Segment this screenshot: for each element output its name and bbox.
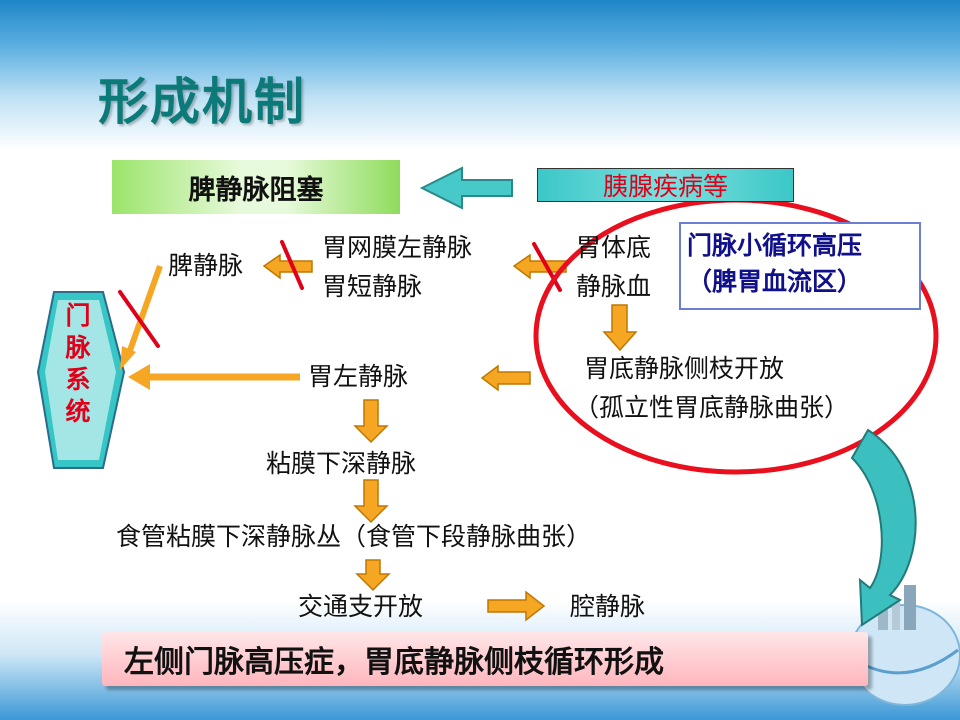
- arrow-down-submucosal: [353, 399, 389, 444]
- arrow-down-communicating: [355, 559, 391, 592]
- arrow-to-spleen-vein: [262, 253, 313, 280]
- arrow-to-left-gastric: [480, 364, 531, 392]
- portal-box-line2: （脾胃血流区）: [687, 267, 863, 296]
- left-gastric-vein-label: 胃左静脉: [308, 362, 409, 391]
- fundus-label-line1: 胃体底: [576, 233, 652, 262]
- short-gastric-vein-label: 胃短静脉: [322, 272, 423, 301]
- portal-char-1: 门: [65, 301, 91, 330]
- spleen-vein-label: 脾静脉: [168, 251, 244, 280]
- communicating-branch-label: 交通支开放: [298, 592, 424, 621]
- conclusion-banner: 左侧门脉高压症，胃底静脉侧枝循环形成: [102, 632, 868, 686]
- portal-char-3: 系: [65, 365, 91, 394]
- header-background: [0, 0, 960, 150]
- spleen-to-portal-line: [125, 264, 163, 358]
- arrow-to-portal-system: [128, 364, 150, 390]
- submucosal-vein-label: 粘膜下深静脉: [266, 449, 417, 478]
- portal-hypertension-box: 门脉小循环高压 （脾胃血流区）: [679, 222, 921, 310]
- page-title: 形成机制: [98, 73, 306, 131]
- fundus-collateral-label: 胃底静脉侧枝开放: [584, 354, 785, 383]
- arrow-to-cavity-vein: [487, 590, 546, 622]
- esophageal-plexus-label: 食管粘膜下深静脉丛（食管下段静脉曲张）: [116, 522, 592, 551]
- arrow-down-esophageal: [353, 479, 389, 524]
- arrow-down-fundus: [602, 304, 638, 352]
- portal-system-label: 门 脉 系 统: [63, 300, 93, 428]
- isolated-varices-label: （孤立性胃底静脉曲张）: [574, 393, 850, 422]
- fundus-label-line2: 静脉血: [576, 272, 652, 301]
- curved-arrow-to-banner: [850, 428, 917, 627]
- portal-box-line1: 门脉小循环高压: [687, 231, 863, 260]
- spleen-vein-obstruction-box: 脾静脉阻塞: [112, 160, 400, 214]
- block-mark-2: [532, 242, 562, 292]
- block-mark-3: [118, 290, 160, 348]
- portal-char-2: 脉: [65, 333, 91, 362]
- vena-cava-label: 腔静脉: [570, 592, 646, 621]
- portal-char-4: 统: [65, 397, 91, 426]
- gastroepiploic-vein-label: 胃网膜左静脉: [322, 233, 473, 262]
- left-arrow-large: [419, 166, 513, 210]
- block-mark-1: [280, 240, 304, 290]
- pancreatic-disease-box: 胰腺疾病等: [537, 168, 794, 202]
